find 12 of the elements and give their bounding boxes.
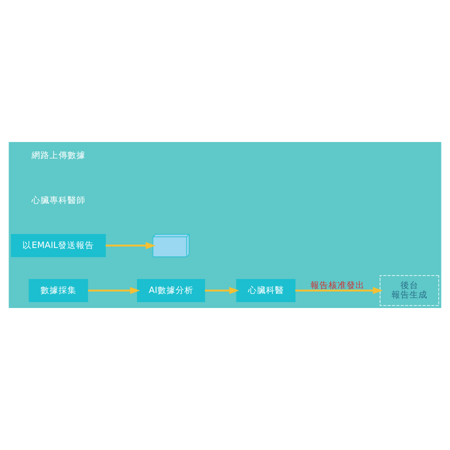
node-box: 數據採集: [28, 278, 88, 302]
arrow: [106, 242, 156, 250]
label: 心臟專科醫師: [31, 196, 86, 206]
arrow: [295, 287, 383, 294]
edge-label: 報告核准發出: [310, 281, 365, 292]
label: 網路上傳數據: [31, 151, 86, 162]
node-box: 以EMAIL發送報告: [10, 234, 106, 258]
node-box: 心臟科醫: [236, 278, 296, 302]
node-box: 後台 報告生成: [380, 275, 440, 306]
arrow: [88, 287, 140, 294]
node-box: AI數據分析: [137, 278, 206, 302]
arrow: [204, 287, 240, 294]
